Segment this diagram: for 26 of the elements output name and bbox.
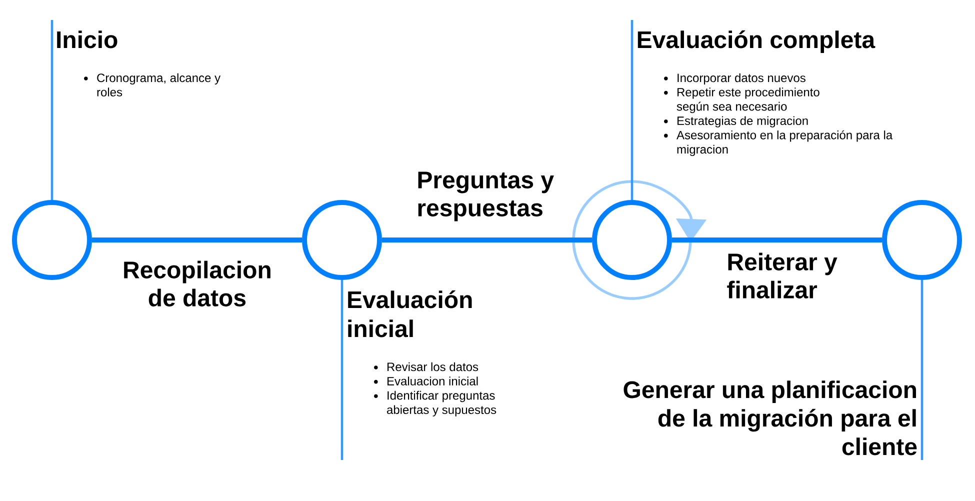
bullet-text: Estrategias de migracion [678,116,808,128]
timeline-line [92,238,302,242]
bullet-text: Repetir este procedimiento según sea necesario [676,88,820,114]
bullet-text: Identificar preguntas abiertas y supuestos [387,390,496,416]
bullet-text: Evaluacion inicial [388,376,478,386]
stem-line [630,20,634,200]
stem-line [50,20,54,200]
edge-label: Reiterar y finalizar [727,252,838,298]
timeline-line [672,238,882,242]
bullet-text: Asesoramiento en la preparación para la migracion [676,130,893,156]
stem-line [920,280,924,460]
milestone-circle [592,200,672,280]
stem-line [340,280,344,460]
edge-label: Recopilacion de datos [124,260,270,306]
milestone-circle [882,200,962,280]
milestone-circle [302,200,382,280]
bullet-text: Cronograma, alcance y roles [97,73,220,96]
step-heading: Inicio [57,30,118,48]
milestone-circle [12,200,92,280]
bullet-text: Revisar los datos [388,362,478,372]
edge-label: Preguntas y respuestas [418,172,554,222]
step-heading: Evaluación inicial [348,290,472,338]
step-heading: Evaluación completa [638,30,876,53]
step-heading: Generar una planificacion de la migración para el cliente [624,380,917,456]
bullet-text: Incorporar datos nuevos [678,73,806,84]
timeline-line [382,238,592,242]
